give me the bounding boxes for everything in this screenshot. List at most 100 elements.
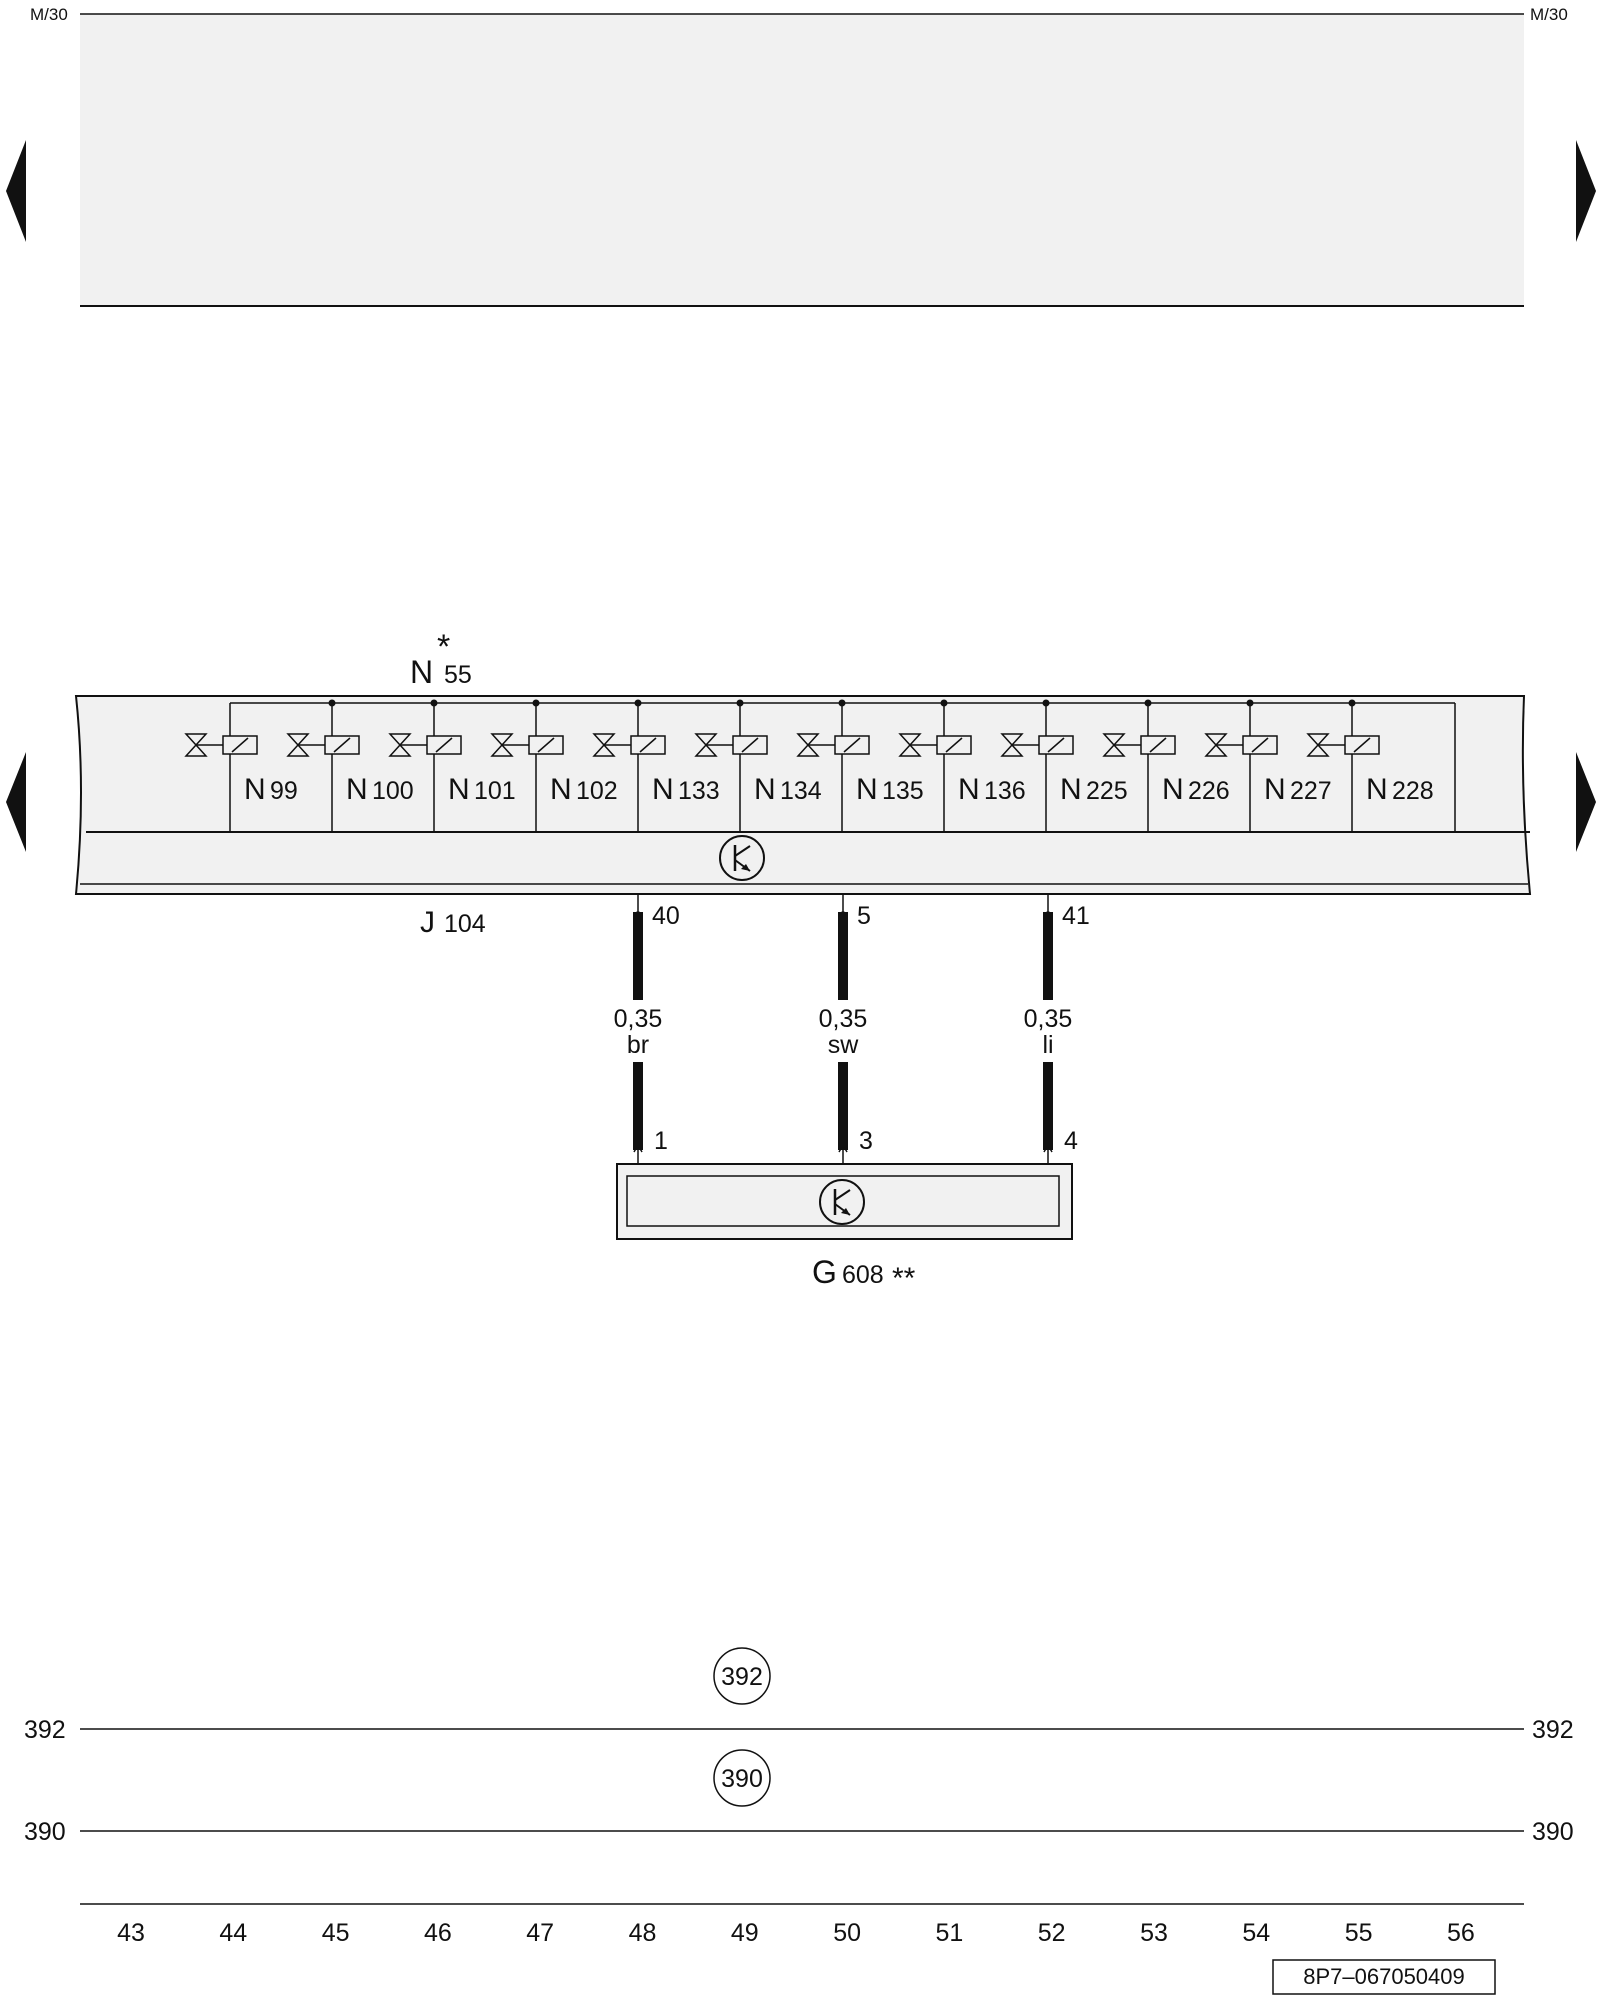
j104-pin-number: 40 <box>652 902 680 930</box>
track-number: 52 <box>1038 1919 1066 1947</box>
connector-pin-icon <box>633 1147 643 1153</box>
valve-number: 101 <box>474 777 516 805</box>
valve-letter: N <box>244 773 266 806</box>
valve-number: 225 <box>1086 777 1128 805</box>
j104-pin-number: 41 <box>1062 902 1090 930</box>
valve-icon <box>1204 733 1228 747</box>
g608-pin-number: 4 <box>1064 1127 1078 1155</box>
ground-label-right: 392 <box>1532 1716 1574 1744</box>
valve-icon <box>898 733 922 747</box>
track-number: 55 <box>1345 1919 1373 1947</box>
track-number: 54 <box>1242 1919 1270 1947</box>
valve-icon <box>490 733 514 747</box>
ground-ref-label: 390 <box>721 1765 763 1793</box>
valve-letter: N <box>1060 773 1082 806</box>
track-number: 43 <box>117 1919 145 1947</box>
track-number: 47 <box>526 1919 554 1947</box>
wire-size: 0,35 <box>614 1005 663 1033</box>
valve-number: 136 <box>984 777 1026 805</box>
wire-size: 0,35 <box>1024 1005 1073 1033</box>
valve-icon <box>796 733 820 747</box>
valve-icon <box>388 733 412 747</box>
g608-marks: ** <box>892 1262 916 1295</box>
valve-letter: N <box>1162 773 1184 806</box>
valve-number: 227 <box>1290 777 1332 805</box>
track-number: 46 <box>424 1919 452 1947</box>
ground-ref-circle-icon <box>713 1647 771 1705</box>
g608-letter: G <box>812 1254 837 1290</box>
wire-size: 0,35 <box>819 1005 868 1033</box>
header-panel <box>80 14 1524 306</box>
n55-letter: N <box>410 654 433 690</box>
connector-pin-icon <box>1043 1147 1053 1153</box>
valve-icon <box>286 733 310 747</box>
n55-asterisk: * <box>437 628 450 666</box>
sheet-label-right: M/30 <box>1530 5 1568 24</box>
valve-letter: N <box>346 773 368 806</box>
j104-number: 104 <box>444 910 486 938</box>
ground-label-right: 390 <box>1532 1818 1574 1846</box>
valve-number: 99 <box>270 777 298 805</box>
wire-color: sw <box>828 1031 860 1059</box>
track-number: 44 <box>219 1919 247 1947</box>
prev-page-arrow-top[interactable] <box>6 140 26 242</box>
valve-letter: N <box>448 773 470 806</box>
footer-code-box <box>1272 1959 1496 1995</box>
prev-page-arrow-middle[interactable] <box>6 752 26 852</box>
track-number: 50 <box>833 1919 861 1947</box>
valve-letter: N <box>1366 773 1388 806</box>
ground-line: 390 390 390 <box>24 1749 1574 1846</box>
g608-inner <box>626 1175 1060 1227</box>
valve-number: 228 <box>1392 777 1434 805</box>
valve-icon <box>1000 733 1024 747</box>
sheet-label-left: M/30 <box>30 5 68 24</box>
valve-number: 135 <box>882 777 924 805</box>
track-number: 51 <box>935 1919 963 1947</box>
connector-pin-icon <box>838 1147 848 1153</box>
n55-number: 55 <box>444 661 472 689</box>
valve-number: 226 <box>1188 777 1230 805</box>
j104-transistor-icon <box>719 835 765 881</box>
track-number: 56 <box>1447 1919 1475 1947</box>
track-number: 49 <box>731 1919 759 1947</box>
g608-number: 608 <box>842 1261 884 1289</box>
track-number: 53 <box>1140 1919 1168 1947</box>
valve-letter: N <box>550 773 572 806</box>
track-number: 45 <box>322 1919 350 1947</box>
valve-letter: N <box>754 773 776 806</box>
ground-label-left: 390 <box>24 1818 66 1846</box>
valve-letter: N <box>1264 773 1286 806</box>
ground-ref-label: 392 <box>721 1663 763 1691</box>
valve-number: 102 <box>576 777 618 805</box>
g608-pin-number: 3 <box>859 1127 873 1155</box>
j104-pin-number: 5 <box>857 902 871 930</box>
g608-transistor-icon <box>819 1179 865 1225</box>
valve-number: 133 <box>678 777 720 805</box>
valve-letter: N <box>652 773 674 806</box>
wire-color: li <box>1042 1031 1053 1059</box>
valve-icon <box>592 733 616 747</box>
next-page-arrow-middle[interactable] <box>1576 752 1596 852</box>
valve-letter: N <box>958 773 980 806</box>
valve-number: 134 <box>780 777 822 805</box>
next-page-arrow-top[interactable] <box>1576 140 1596 242</box>
footer-code: 8P7–067050409 <box>1303 1964 1465 1989</box>
track-number: 48 <box>629 1919 657 1947</box>
j104-letter: J <box>420 906 435 939</box>
